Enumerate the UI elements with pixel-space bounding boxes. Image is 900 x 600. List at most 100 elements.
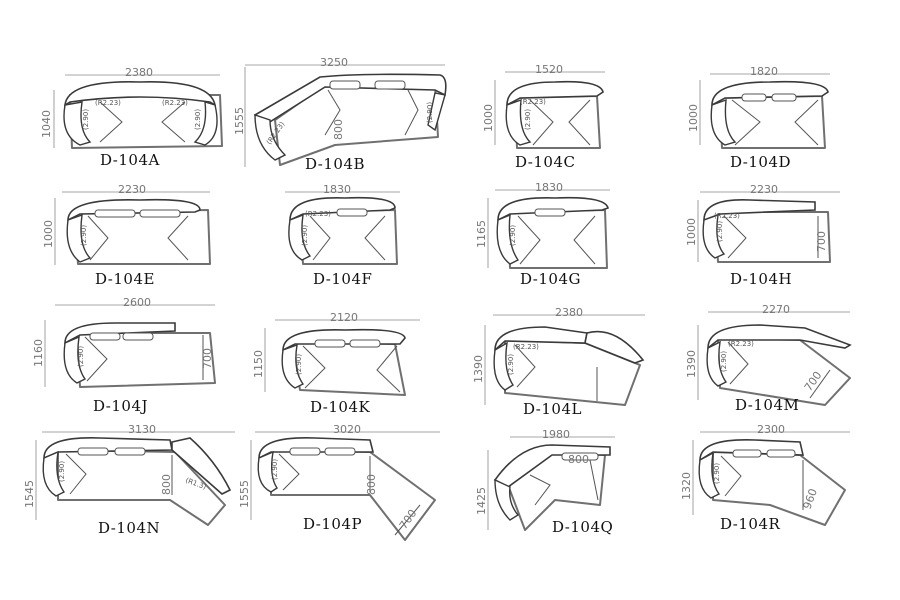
sofa-plan-d-104n: 3130 1545 (2.90) (R1.3) 800 <box>23 423 235 526</box>
inner-dimension: 800 <box>160 474 173 495</box>
model-code: D-104Q <box>552 518 614 536</box>
sofa-plan-d-104g: 1830 1165 (2.90) <box>475 181 610 269</box>
model-code: D-104G <box>520 270 581 288</box>
depth-dimension: 1000 <box>42 220 55 248</box>
model-code: D-104E <box>95 270 155 288</box>
side-mark: (2.90) <box>295 354 303 375</box>
model-d-104f: 1830 (R2.23) (2.90) D-104F <box>275 180 485 310</box>
sofa-plan-d-104b: 3250 1555 800 (R2.23) (2.90) <box>233 56 447 167</box>
side-mark: (2.90) <box>80 225 88 246</box>
width-dimension: 2300 <box>757 423 785 436</box>
model-code: D-104C <box>515 153 576 171</box>
side-mark: (2.90) <box>271 459 279 480</box>
sofa-plan-d-104e: 2230 1000 (2.90) <box>42 183 211 265</box>
side-mark: (2.90) <box>194 109 202 130</box>
width-dimension: 1820 <box>750 65 778 78</box>
model-d-104a: 2380 1040 (R2.23) (R2.23) (2.90) (2.90) … <box>40 60 250 190</box>
model-d-104j: 2600 1160 (2.90) 700 D-104J <box>32 295 245 425</box>
depth-dimension: 1150 <box>252 350 265 378</box>
radius-mark: (R2.23) <box>95 99 121 107</box>
width-dimension: 3020 <box>333 423 361 436</box>
width-dimension: 2230 <box>118 183 146 196</box>
sofa-plan-d-104c: 1520 1000 (R2.23) (2.90) <box>482 63 605 149</box>
model-code: D-104L <box>523 400 582 418</box>
inner-dimension: 700 <box>802 369 825 394</box>
depth-dimension: 1000 <box>482 104 495 132</box>
model-d-104l: 2380 1390 (R2.23) (2.90) D-104L <box>472 305 685 435</box>
radius-mark: (R2.23) <box>305 210 331 218</box>
width-dimension: 1830 <box>323 183 351 196</box>
model-code: D-104D <box>730 153 792 171</box>
depth-dimension: 1000 <box>687 104 700 132</box>
side-mark: (2.90) <box>58 461 66 482</box>
model-d-104m: 2270 1390 (R2.23) (2.90) 700 D-104M <box>685 300 900 430</box>
depth-dimension: 1425 <box>475 487 488 515</box>
model-d-104e: 2230 1000 (2.90) D-104E <box>42 180 260 310</box>
side-mark: (2.90) <box>524 109 532 130</box>
sofa-plan-d-104q: 1980 1425 800 <box>475 428 615 531</box>
depth-dimension: 1165 <box>475 220 488 248</box>
model-d-104d: 1820 1000 D-104D <box>687 60 900 190</box>
width-dimension: 2380 <box>555 306 583 319</box>
width-dimension: 2230 <box>750 183 778 196</box>
side-mark: (2.90) <box>720 351 728 372</box>
model-code: D-104B <box>305 155 366 173</box>
model-code: D-104N <box>98 519 161 537</box>
depth-dimension: 1040 <box>40 110 53 138</box>
side-mark: (2.90) <box>301 225 309 246</box>
sofa-plan-d-104h: 2230 1000 (R2.23) (2.90) 700 <box>685 183 840 263</box>
depth-dimension: 1555 <box>238 480 251 508</box>
model-d-104r: 2300 1320 (2.90) 960 D-104R <box>680 420 895 550</box>
depth-dimension: 1555 <box>233 107 246 135</box>
width-dimension: 1520 <box>535 63 563 76</box>
width-dimension: 2120 <box>330 311 358 324</box>
radius-mark: (R2.23) <box>162 99 188 107</box>
sofa-plan-d-104p: 3020 1555 (2.90) 800 700 <box>238 423 440 541</box>
sofa-plan-d-104f: 1830 (R2.23) (2.90) <box>285 183 400 265</box>
model-d-104q: 1980 1425 800 D-104Q <box>475 425 690 555</box>
side-mark: (2.90) <box>716 221 724 242</box>
model-d-104g: 1830 1165 (2.90) D-104G <box>475 180 690 310</box>
width-dimension: 1980 <box>542 428 570 441</box>
side-mark: (2.90) <box>509 225 517 246</box>
inner-dimension: 700 <box>201 348 214 369</box>
depth-dimension: 1390 <box>685 350 698 378</box>
sofa-plan-d-104m: 2270 1390 (R2.23) (2.90) 700 <box>685 303 852 406</box>
sofa-plan-d-104d: 1820 1000 <box>687 65 830 149</box>
model-code: D-104J <box>93 397 149 415</box>
width-dimension: 3130 <box>128 423 156 436</box>
model-code: D-104K <box>310 398 371 416</box>
side-mark: (2.90) <box>713 463 721 484</box>
inner-dimension: 800 <box>365 474 378 495</box>
radius-mark: (R2.23) <box>513 343 539 351</box>
model-code: D-104A <box>100 151 160 169</box>
width-dimension: 2380 <box>125 66 153 79</box>
width-dimension: 2600 <box>123 296 151 309</box>
sofa-plan-d-104k: 2120 1150 (2.90) <box>252 311 420 396</box>
depth-dimension: 1390 <box>472 355 485 383</box>
model-code: D-104H <box>730 270 793 288</box>
sofa-plan-d-104l: 2380 1390 (R2.23) (2.90) <box>472 306 645 406</box>
model-code: D-104P <box>303 515 363 533</box>
model-d-104b: 3250 1555 800 (R2.23) (2.90) D-104B <box>233 55 450 185</box>
radius-mark: (R2.23) <box>714 212 740 220</box>
model-code: D-104M <box>735 396 800 414</box>
sofa-plan-d-104r: 2300 1320 (2.90) 960 <box>680 423 850 526</box>
sofa-plan-d-104j: 2600 1160 (2.90) 700 <box>32 296 216 388</box>
side-mark: (2.90) <box>426 102 434 123</box>
inner-dimension: 800 <box>332 119 345 140</box>
inner-dimension: 800 <box>568 453 589 466</box>
inner-dimension: 700 <box>815 231 828 252</box>
width-dimension: 2270 <box>762 303 790 316</box>
model-d-104n: 3130 1545 (2.90) (R1.3) 800 D-104N <box>23 420 240 550</box>
model-d-104c: 1520 1000 (R2.23) (2.90) D-104C <box>482 60 695 190</box>
model-code: D-104R <box>720 515 781 533</box>
model-d-104k: 2120 1150 (2.90) D-104K <box>252 300 465 430</box>
inner-dimension: 960 <box>801 487 820 511</box>
width-dimension: 3250 <box>320 56 348 69</box>
model-d-104p: 3020 1555 (2.90) 800 700 D-104P <box>238 420 455 550</box>
depth-dimension: 1545 <box>23 480 36 508</box>
side-mark: (2.90) <box>82 109 90 130</box>
width-dimension: 1830 <box>535 181 563 194</box>
sofa-plan-d-104a: 2380 1040 (R2.23) (R2.23) (2.90) (2.90) <box>40 66 223 149</box>
